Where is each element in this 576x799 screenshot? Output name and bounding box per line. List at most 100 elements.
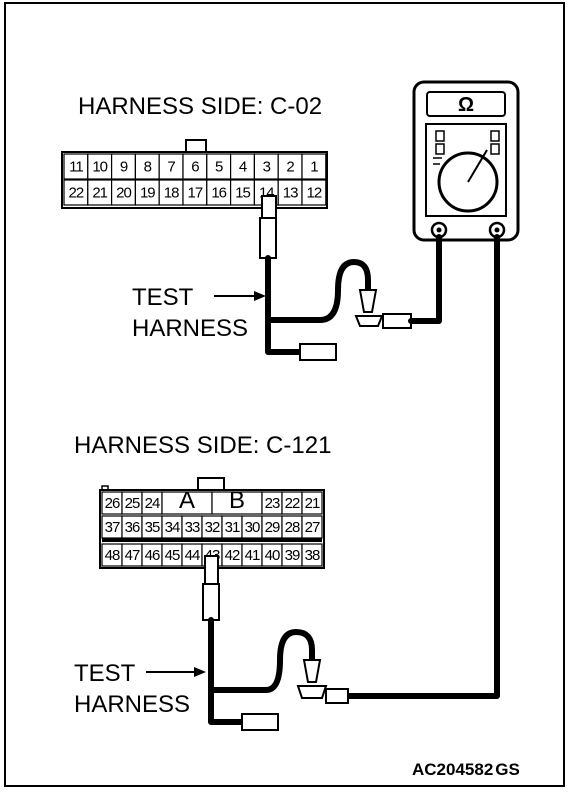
- c121-pin-22: 22: [285, 495, 300, 512]
- c121-cavity-b: B: [229, 487, 245, 514]
- multimeter: Ω: [412, 80, 520, 242]
- c02-pin-19: 19: [140, 185, 155, 202]
- c121-pin-21-cell: [301, 491, 323, 515]
- probe-jack-v-center: [494, 227, 500, 233]
- lower-wire-loop: [208, 629, 315, 693]
- lower-test-harness: [202, 555, 349, 731]
- upper-label-arrow-head: [254, 291, 266, 301]
- c02-pin-12-cell: [301, 179, 327, 206]
- c121-pin-41: 41: [245, 547, 260, 564]
- c02-pin-17: 17: [188, 185, 203, 202]
- c121-pin-21: 21: [305, 495, 320, 512]
- c02-pin-1-cell: [301, 153, 327, 180]
- c02-pin-10: 10: [92, 159, 107, 176]
- lower-probe-body: [202, 583, 220, 621]
- c121-pin-40: 40: [265, 547, 280, 564]
- upper-test-harness: [259, 195, 442, 361]
- c02-pin-2: 2: [286, 159, 294, 176]
- c121-latch: [197, 477, 225, 491]
- c121-pin-45: 45: [165, 547, 180, 564]
- c121-pin-31: 31: [225, 519, 240, 536]
- c121-pin-28: 28: [285, 519, 300, 536]
- c02-pin-12: 12: [307, 185, 322, 202]
- figure-border: [4, 2, 565, 787]
- c02-pin-4: 4: [239, 159, 247, 176]
- c121-pin-26: 26: [105, 495, 120, 512]
- upper-probe-body: [259, 217, 277, 259]
- c121-pin-35: 35: [145, 519, 160, 536]
- c02-pin-18: 18: [164, 185, 179, 202]
- c02-pin-15: 15: [235, 185, 250, 202]
- upper-wire-lead: [265, 255, 303, 355]
- upper-test-label-line2: HARNESS: [132, 315, 248, 342]
- c121-pin-48: 48: [105, 547, 120, 564]
- range-mark-2: [435, 143, 445, 155]
- c02-pin-20: 20: [116, 185, 131, 202]
- c121-cavity-a: A: [179, 487, 195, 514]
- upper-clip-boot: [358, 289, 378, 313]
- range-mark-3: [490, 130, 500, 142]
- meter-return-wire: [342, 234, 500, 699]
- c02-pin-8: 8: [144, 159, 152, 176]
- c121-pin-24: 24: [145, 495, 160, 512]
- c121-pin-44: 44: [185, 547, 200, 564]
- c02-pin-6: 6: [191, 159, 199, 176]
- c121-pin-47: 47: [125, 547, 140, 564]
- c121-pin-23: 23: [265, 495, 280, 512]
- c02-pin-1: 1: [310, 159, 318, 176]
- lower-probe-tip: [204, 555, 219, 587]
- upper-wire-meter: [408, 234, 442, 324]
- dial-pointer: [467, 149, 488, 183]
- c02-pin-22: 22: [69, 185, 84, 202]
- c121-pin-42: 42: [225, 547, 240, 564]
- lower-wire-lead: [208, 617, 245, 725]
- c121-title: HARNESS SIDE: C-121: [74, 432, 331, 459]
- c02-pin-21: 21: [92, 185, 107, 202]
- range-mark-4: [490, 143, 500, 155]
- c121-pin-25: 25: [125, 495, 140, 512]
- c121-pin-36: 36: [125, 519, 140, 536]
- multimeter-display: [426, 91, 506, 117]
- c02-pin-11: 11: [69, 159, 83, 176]
- lower-clip-plug: [325, 688, 349, 704]
- c121-pin-38: 38: [305, 547, 320, 564]
- lower-test-label-line2: HARNESS: [74, 691, 190, 718]
- c02-pin-5: 5: [215, 159, 223, 176]
- ohm-symbol: Ω: [458, 94, 474, 116]
- c121-pin-38-cell: [301, 543, 323, 567]
- lower-clip-jaw: [296, 685, 328, 699]
- lower-free-end: [241, 713, 279, 731]
- c121-pin-33: 33: [185, 519, 200, 536]
- upper-clip-plug: [382, 313, 412, 329]
- c121-pin-27: 27: [305, 519, 320, 536]
- c02-title: HARNESS SIDE: C-02: [78, 93, 322, 120]
- c121-pin-46: 46: [145, 547, 160, 564]
- c121-pin-34: 34: [165, 519, 180, 536]
- c121-pin-29: 29: [265, 519, 280, 536]
- c02-latch: [185, 139, 207, 153]
- c02-pin-7: 7: [167, 159, 175, 176]
- lower-clip-boot: [302, 659, 322, 683]
- c121-pin-30: 30: [245, 519, 260, 536]
- probe-jack-com-center: [436, 227, 442, 233]
- range-mark-1: [435, 130, 445, 142]
- c02-pin-3: 3: [263, 159, 271, 176]
- c02-pin-13: 13: [283, 185, 298, 202]
- upper-free-end: [299, 343, 337, 361]
- c121-pin-39: 39: [285, 547, 300, 564]
- connector-c121: 26 25 24 A B 23 22 21 37 36 35 34 33 32 31 30 29 28 27 48 47…: [99, 477, 325, 569]
- c121-pin-37: 37: [105, 519, 120, 536]
- c121-lock-bar: [102, 538, 322, 542]
- upper-wire-loop: [265, 259, 371, 323]
- upper-clip-jaw: [354, 315, 384, 327]
- upper-probe-tip: [261, 195, 277, 221]
- lower-label-arrow-head: [194, 667, 206, 677]
- c02-pin-16: 16: [211, 185, 226, 202]
- c02-pin-9: 9: [120, 159, 128, 176]
- lower-test-label-line1: TEST: [74, 660, 136, 687]
- c121-pin-32: 32: [205, 519, 220, 536]
